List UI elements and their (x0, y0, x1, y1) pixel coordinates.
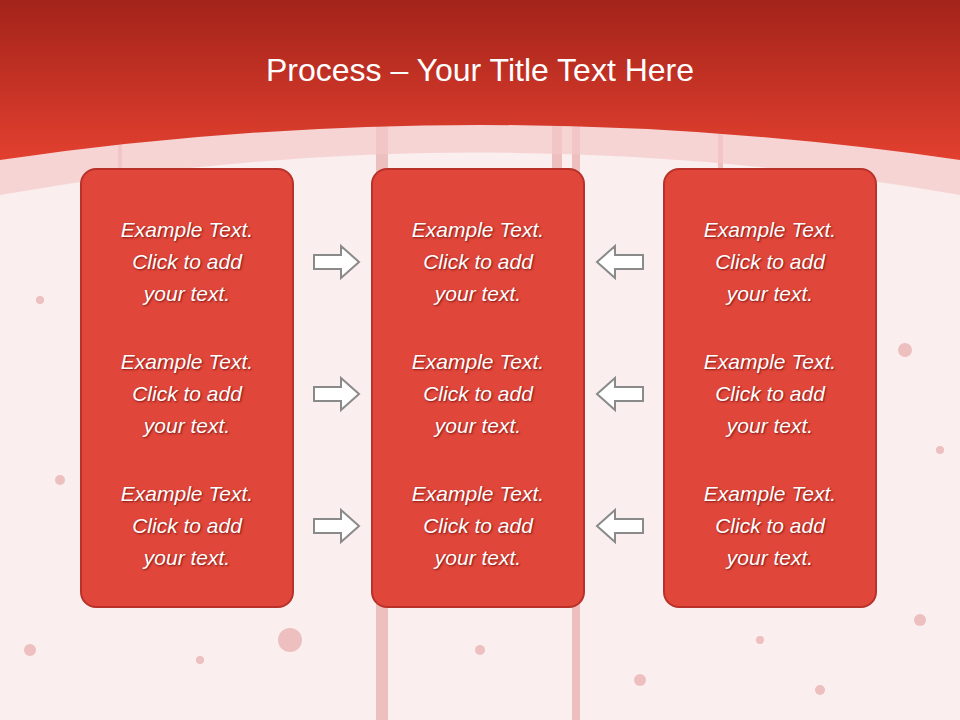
block-arrow (597, 246, 643, 278)
box-text: Example Text. Click to add your text. (112, 346, 262, 442)
box-text: Example Text. Click to add your text. (695, 478, 845, 574)
block-arrow (314, 510, 359, 542)
process-box: Example Text. Click to add your text. Exa… (663, 168, 877, 608)
block-arrow (597, 510, 643, 542)
box-text: Example Text. Click to add your text. (403, 214, 553, 310)
process-box: Example Text. Click to add your text. Exa… (371, 168, 585, 608)
box-text: Example Text. Click to add your text. (112, 478, 262, 574)
box-text: Example Text. Click to add your text. (695, 346, 845, 442)
box-text: Example Text. Click to add your text. (403, 346, 553, 442)
slide-title: Process – Your Title Text Here (0, 52, 960, 89)
block-arrow (314, 246, 359, 278)
box-text: Example Text. Click to add your text. (403, 478, 553, 574)
process-box: Example Text. Click to add your text. Exa… (80, 168, 294, 608)
box-text: Example Text. Click to add your text. (112, 214, 262, 310)
block-arrow (314, 378, 359, 410)
box-text: Example Text. Click to add your text. (695, 214, 845, 310)
block-arrow (597, 378, 643, 410)
